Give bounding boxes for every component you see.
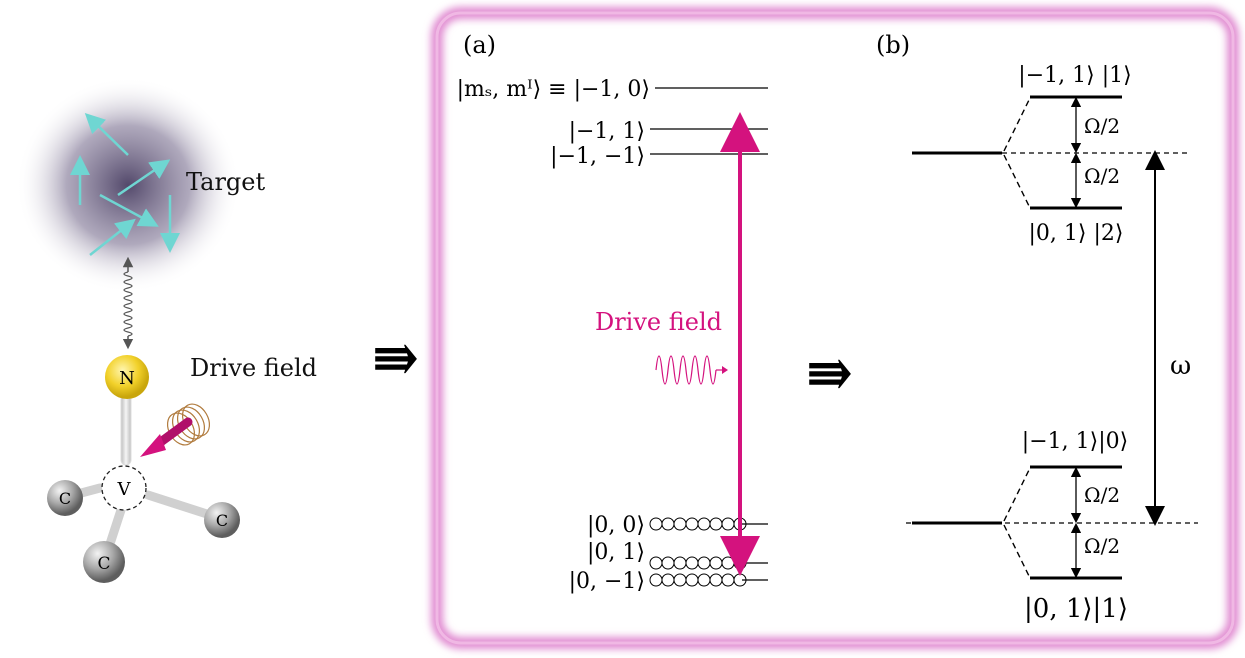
level-label: |0, 0⟩ (587, 513, 645, 538)
dressed-state-label: |−1, 1⟩|0⟩ (1022, 429, 1128, 454)
implies-arrow-left: ⇛ (372, 325, 419, 391)
split-dash (1003, 467, 1031, 522)
drive-field-label: Drive field (595, 308, 722, 336)
carbon-atom (47, 480, 83, 516)
split-dash (1003, 524, 1031, 579)
carbon-label: C (216, 511, 228, 530)
carbon-atom (204, 502, 240, 538)
panel-a: (a) |mₛ, mᴵ⟩ ≡ |−1, 0⟩ |−1, 1⟩ |−1, −1⟩ … (457, 31, 768, 594)
dressed-state-label: |0, 1⟩|1⟩ (1024, 594, 1128, 624)
level-label: |−1, 1⟩ (569, 119, 645, 144)
nitrogen-atom (105, 355, 149, 399)
coupling-spring (122, 256, 134, 350)
drive-wave-icon (655, 355, 728, 385)
target-label: Target (186, 168, 265, 196)
level-label: |−1, −1⟩ (550, 144, 645, 169)
phonon-chain (649, 517, 747, 531)
panel-b-tag: (b) (876, 31, 910, 59)
nitrogen-label: N (119, 368, 135, 389)
phonon-chain (649, 573, 747, 587)
carbon-atom (83, 541, 125, 583)
target-spins (70, 113, 180, 256)
split-dash (1003, 154, 1031, 209)
carbon-label: C (59, 489, 71, 508)
vacancy-label: V (117, 479, 132, 500)
half-rabi-label: Ω/2 (1084, 114, 1120, 138)
panel-b: (b) Ω/2 Ω/2 |−1, 1⟩ |1⟩ |0, 1⟩ |2⟩ Ω/2 Ω… (876, 31, 1198, 624)
spin-arrow (89, 218, 136, 256)
half-rabi-label: Ω/2 (1084, 164, 1120, 188)
carbon-label: C (97, 554, 110, 574)
dressed-state-label: |0, 1⟩ |2⟩ (1029, 221, 1124, 246)
level-label: |mₛ, mᴵ⟩ ≡ |−1, 0⟩ (457, 77, 650, 102)
half-rabi-label: Ω/2 (1084, 534, 1120, 558)
spin-arrow (117, 159, 171, 197)
vacancy-site (101, 465, 147, 511)
half-rabi-label: Ω/2 (1084, 483, 1120, 507)
level-label: |0, 1⟩ (587, 540, 645, 565)
phonon-chain (649, 556, 747, 570)
drive-field-photon-icon (140, 403, 211, 457)
panel-frame (435, 11, 1235, 645)
split-dash (1003, 97, 1031, 152)
implies-arrow-middle: ⇛ (806, 340, 853, 406)
panel-a-tag: (a) (463, 31, 496, 59)
omega-label: ω (1170, 351, 1191, 381)
spin-arrow (84, 113, 129, 156)
drive-field-label-left: Drive field (190, 354, 317, 382)
level-label: |0, −1⟩ (569, 569, 645, 594)
nv-schematic: Target N V C C C (16, 77, 317, 583)
target-spin-cloud (16, 77, 240, 293)
spin-arrow (99, 193, 159, 227)
dressed-state-label: |−1, 1⟩ |1⟩ (1018, 63, 1131, 88)
